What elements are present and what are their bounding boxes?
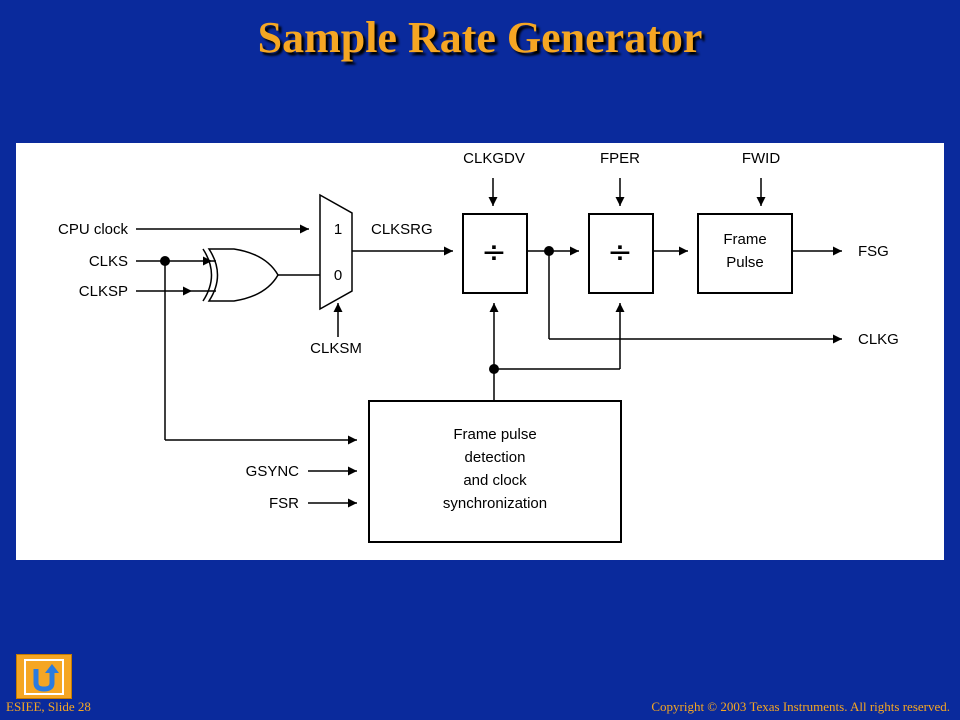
sync-junction-dot	[489, 364, 499, 374]
cpu-clock-label: CPU clock	[58, 221, 129, 238]
mux-input-0-label: 0	[334, 267, 342, 284]
clksm-label: CLKSM	[310, 340, 362, 357]
gsync-label: GSYNC	[246, 463, 300, 480]
sync-block-line2: detection	[465, 449, 526, 466]
clks-label: CLKS	[89, 253, 128, 270]
diagram-svg: CPU clock CLKS CLKSP CLKSM GSYNC FSR CLK…	[58, 150, 899, 543]
block-diagram: CPU clock CLKS CLKSP CLKSM GSYNC FSR CLK…	[16, 143, 944, 560]
frame-pulse-block	[697, 213, 793, 294]
fsr-label: FSR	[269, 495, 299, 512]
fper-label: FPER	[600, 150, 640, 167]
clkgdv-divider-block	[462, 213, 528, 294]
clkg-label: CLKG	[858, 331, 899, 348]
clock-mux	[319, 193, 353, 311]
fsg-label: FSG	[858, 243, 889, 260]
copyright-notice: Copyright © 2003 Texas Instruments. All …	[651, 699, 950, 714]
frame-pulse-line1: Frame	[723, 231, 766, 248]
fwid-label: FWID	[742, 150, 780, 167]
xor-gate	[207, 248, 279, 302]
clks-junction-dot	[160, 256, 170, 266]
clksp-label: CLKSP	[79, 283, 128, 300]
clksrg-label: CLKSRG	[371, 221, 433, 238]
sync-block-line3: and clock	[463, 472, 527, 489]
divider2-symbol: ÷	[607, 235, 632, 270]
frame-pulse-line2: Pulse	[726, 254, 764, 271]
fper-divider-block	[588, 213, 654, 294]
sync-block-line4: synchronization	[443, 495, 547, 512]
slide-number: ESIEE, Slide 28	[6, 699, 91, 714]
clkgdv-label: CLKGDV	[463, 150, 525, 167]
slide-title: Sample Rate Generator	[257, 13, 703, 62]
clkg-junction-dot	[544, 246, 554, 256]
sync-block	[368, 400, 622, 543]
u-turn-icon	[24, 658, 64, 695]
return-button[interactable]	[16, 654, 72, 699]
mux-input-1-label: 1	[334, 221, 342, 238]
xor-gate-back	[202, 248, 213, 302]
divider1-symbol: ÷	[481, 235, 506, 270]
sync-block-line1: Frame pulse	[453, 426, 536, 443]
